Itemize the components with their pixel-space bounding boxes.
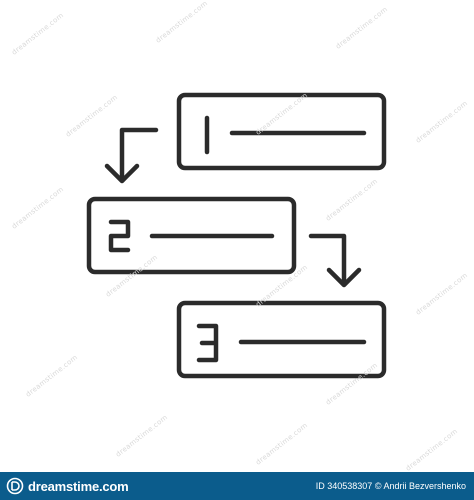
dreamstime-logo-icon [6, 477, 24, 495]
step-3-frame [176, 300, 387, 379]
footer-bar: dreamstime.com ID 340538307 © Andrii Bez… [0, 472, 474, 500]
step-2-numeral [108, 219, 131, 253]
image-credit: ID 340538307 © Andrii Bezvershenko [315, 481, 466, 491]
brand-logo[interactable]: dreamstime.com [6, 477, 129, 495]
arrow-1-to-2-icon [104, 127, 159, 184]
brand-name: dreamstime.com [28, 478, 129, 494]
step-2-card [86, 196, 297, 275]
step-1-card [176, 92, 387, 171]
step-1-frame [176, 92, 387, 171]
step-3-card [176, 300, 387, 379]
step-2-frame [86, 196, 297, 275]
icon-canvas: dreamstime.com dreamstime.com dreamstime… [10, 0, 470, 473]
numbered-steps-flow-icon [86, 92, 387, 379]
arrow-2-to-3-icon [308, 233, 362, 288]
step-3-numeral [196, 323, 219, 363]
